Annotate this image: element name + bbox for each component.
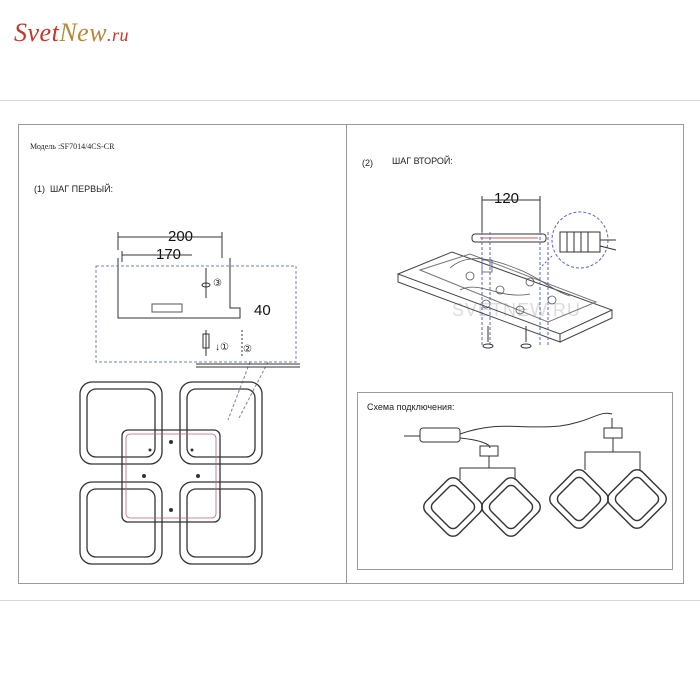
step-one-label: ШАГ ПЕРВЫЙ: [50,184,114,194]
detail-callout-box [95,265,297,363]
isometric-base-plate [396,251,614,343]
wiring-title: Схема подключения: [367,402,455,412]
diamond-rings [423,469,667,537]
logo-text-domain: .ru [107,25,130,45]
bottom-screws [482,326,532,349]
dimension-120: 120 [494,190,520,207]
bottom-divider [0,600,700,601]
connector-right [603,427,623,439]
step-two-number: (2) [362,158,373,168]
connector-left [479,445,499,457]
step-two-label: ШАГ ВТОРОЙ: [392,156,453,166]
plate-wiring [449,258,571,315]
step-marker-1: ↓① [215,342,229,353]
mounting-bar [471,233,547,243]
dimension-line-120 [481,196,541,232]
top-divider [0,100,700,101]
step-marker-3: ③ [213,278,222,289]
step-one-panel [18,124,348,584]
terminal-block-detail [539,211,617,269]
step-one-number: (1) [34,184,45,194]
plate-label-box [151,303,183,313]
mounting-plate-profile [117,258,241,319]
driver-box [419,427,461,443]
callout-leader-2 [237,361,269,421]
wiring-scheme-panel [357,392,673,570]
chandelier-top-view [79,381,263,565]
dimension-40: 40 [254,302,271,319]
logo-text-svet: Svet [14,18,60,47]
model-label: Модель :SF7014/4CS-CR [30,142,115,151]
callout-leader-1 [227,361,251,421]
mounting-holes [142,440,200,512]
alignment-guides [481,232,549,346]
wiring-diagram [404,412,667,537]
dimension-line-200 [117,232,223,258]
brand-logo[interactable]: SvetNew.ru [14,18,129,48]
step-marker-2: ② [243,344,252,355]
dimension-line-170 [121,251,192,262]
logo-text-new: New [59,18,108,47]
